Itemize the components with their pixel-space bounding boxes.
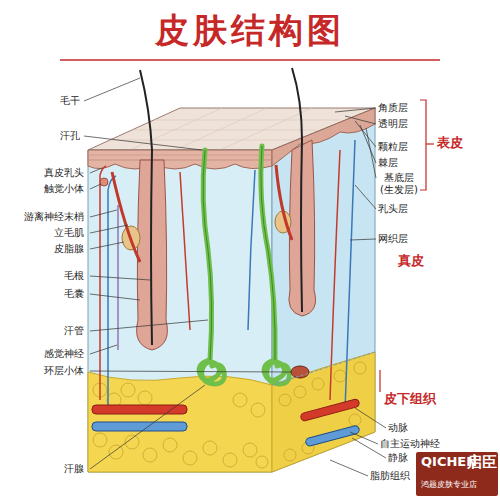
side-face — [272, 108, 375, 472]
part-label: 汗管 — [64, 325, 84, 337]
part-label: 动脉 — [388, 422, 408, 434]
layer-label: 表皮 — [437, 136, 463, 151]
part-label: 脂肪组织 — [370, 470, 410, 482]
leader-lines — [84, 78, 386, 476]
part-label: 乳头层 — [378, 203, 408, 215]
part-label: 触觉小体 — [44, 183, 84, 195]
watermark-box — [416, 452, 498, 496]
part-label: 游离神经末梢 — [24, 211, 84, 223]
part-label: 基底层 (生发层) — [378, 172, 420, 195]
watermark: 启臣 — [467, 454, 497, 471]
part-label: 立毛肌 — [54, 227, 84, 239]
front-face — [88, 150, 272, 472]
part-label: 皮脂腺 — [54, 243, 84, 255]
layer-label: 皮下组织 — [384, 392, 436, 407]
part-label: 网织层 — [378, 233, 408, 245]
title: 皮肤结构图 — [0, 8, 500, 54]
part-label: 自主运动神经 — [380, 438, 440, 450]
fat-cells — [93, 362, 366, 468]
part-label: 透明层 — [378, 118, 408, 130]
part-label: 角质层 — [378, 102, 408, 114]
part-label: 汗孔 — [60, 130, 80, 142]
part-label: 毛根 — [64, 270, 84, 282]
part-label: 汗腺 — [64, 463, 84, 475]
part-label: 静脉 — [388, 452, 408, 464]
part-label: 颗粒层 — [378, 141, 408, 153]
part-label: 环层小体 — [44, 365, 84, 377]
part-label: 棘层 — [378, 157, 398, 169]
hair-follicle — [100, 70, 167, 350]
epidermis-front — [88, 150, 272, 169]
pacinian-corpuscle — [291, 366, 309, 378]
title-rule — [60, 59, 440, 61]
epidermis-side — [272, 108, 375, 166]
part-label: 毛干 — [60, 95, 80, 107]
layer-label: 真皮 — [398, 254, 424, 269]
hair-follicle — [275, 68, 316, 316]
blood-vessels — [92, 398, 360, 446]
part-label: 真皮乳头 — [44, 167, 84, 179]
part-label: 感觉神经 — [44, 348, 84, 360]
sweat-gland — [199, 146, 289, 384]
part-label: 毛囊 — [64, 288, 84, 300]
vessels-nerves — [100, 140, 355, 410]
watermark: 鸿题皮肤专业店 — [421, 480, 477, 489]
fat-front — [88, 372, 272, 472]
